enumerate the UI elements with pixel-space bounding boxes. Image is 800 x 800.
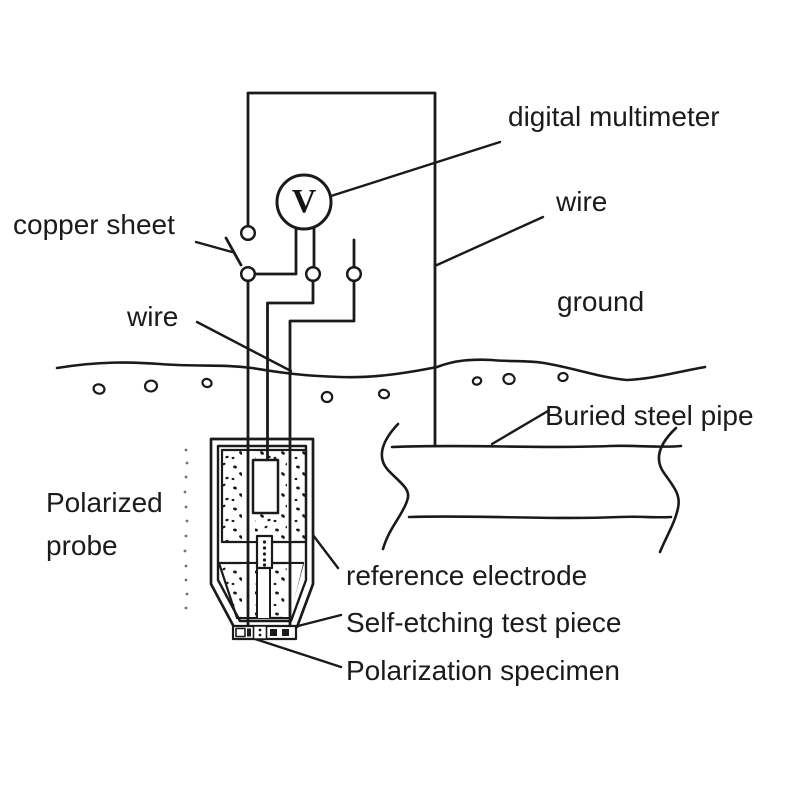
- terminal-circle: [304, 265, 322, 283]
- label-reference-electrode: reference electrode: [346, 560, 588, 591]
- voltmeter-circle: [275, 173, 333, 231]
- specimen-plug: [252, 625, 268, 640]
- leader-wire-left: [195, 320, 293, 373]
- test-piece-strip: [231, 624, 298, 641]
- pipe-break-right: [657, 426, 680, 554]
- leader-buried-pipe: [490, 409, 550, 446]
- label-copper-sheet: copper sheet: [13, 209, 175, 240]
- porous-plug: [255, 534, 274, 570]
- label-ground: ground: [557, 286, 645, 317]
- wire-to-probe-2: [266, 279, 315, 464]
- dotted-guide-line: [183, 448, 189, 610]
- leader-digital-multimeter: [329, 140, 502, 198]
- leader-copper-sheet: [194, 240, 234, 254]
- pipe-break-left: [380, 422, 410, 551]
- label-wire-right: wire: [556, 186, 608, 217]
- label-wire-left: wire: [127, 301, 179, 332]
- label-polarization-specimen: Polarization specimen: [346, 655, 620, 686]
- ground-line: [55, 358, 707, 382]
- soil-pebbles: [92, 371, 569, 404]
- leader-polarization: [250, 636, 343, 669]
- buried-steel-pipe: [380, 422, 683, 554]
- leader-self-etching: [296, 613, 343, 628]
- polarized-probe: [209, 437, 315, 641]
- label-buried-steel-pipe: Buried steel pipe: [545, 400, 754, 431]
- reference-electrode-rect: [251, 458, 280, 515]
- terminal-circles: [239, 224, 363, 283]
- voltmeter-symbol: V: [291, 183, 317, 220]
- meter-lead-left: [253, 225, 298, 276]
- test-piece-a: [235, 627, 246, 638]
- test-piece-d: [282, 629, 289, 636]
- label-digital-multimeter: digital multimeter: [508, 101, 720, 132]
- terminal-circle: [239, 265, 257, 283]
- switch-arm: [224, 236, 243, 267]
- terminal-circle: [239, 224, 257, 242]
- terminal-circle: [345, 265, 363, 283]
- leader-wire-right: [435, 215, 545, 267]
- test-piece-c: [270, 629, 277, 636]
- test-piece-b: [247, 628, 251, 637]
- label-polarized-probe: Polarized probe: [46, 487, 163, 562]
- label-self-etching-test-piece: Self-etching test piece: [346, 607, 622, 638]
- leader-lines: [194, 140, 550, 669]
